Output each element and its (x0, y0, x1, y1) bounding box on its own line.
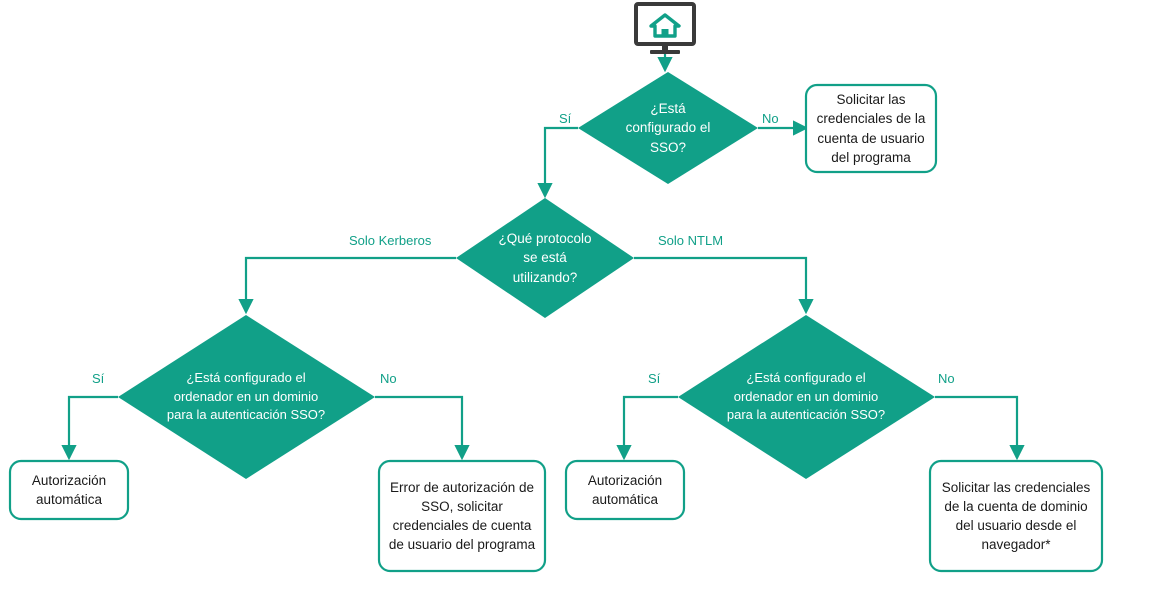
edge-label-kerberos-domain-no: No (380, 371, 397, 386)
edge-label-sso-yes: Sí (559, 111, 572, 126)
edge-ntlm-domain-no (935, 395, 1025, 461)
edge-protocol-ntlm (634, 256, 814, 315)
edge-label-ntlm-domain-no: No (938, 371, 955, 386)
outcome-request-program-user-credentials-shape[interactable] (804, 83, 938, 174)
edge-ntlm-domain-yes (616, 395, 678, 461)
outcome-kerberos-automatic-authorization-shape[interactable] (8, 459, 130, 521)
decision-ntlm-domain-shape[interactable] (678, 315, 935, 479)
edge-label-protocol-kerberos: Solo Kerberos (349, 233, 432, 248)
edge-label-kerberos-domain-yes: Sí (92, 371, 105, 386)
edge-label-ntlm-domain-yes: Sí (648, 371, 661, 386)
edge-label-protocol-ntlm: Solo NTLM (658, 233, 724, 248)
desktop-monitor-home-icon (634, 2, 696, 54)
decision-which-protocol-shape[interactable] (456, 198, 634, 318)
outcome-sso-authorization-error-shape[interactable] (377, 459, 547, 573)
decision-kerberos-domain-shape[interactable] (118, 315, 375, 479)
edge-decision-sso-yes (537, 126, 578, 199)
edge-protocol-kerberos (238, 256, 456, 315)
edge-kerberos-domain-no (375, 395, 470, 461)
outcome-request-domain-credentials-browser-shape[interactable] (928, 459, 1104, 573)
edge-label-sso-no: No (762, 111, 779, 126)
edge-kerberos-domain-yes (61, 395, 118, 461)
outcome-ntlm-automatic-authorization-shape[interactable] (564, 459, 686, 521)
decision-sso-configured-shape[interactable] (578, 72, 758, 184)
